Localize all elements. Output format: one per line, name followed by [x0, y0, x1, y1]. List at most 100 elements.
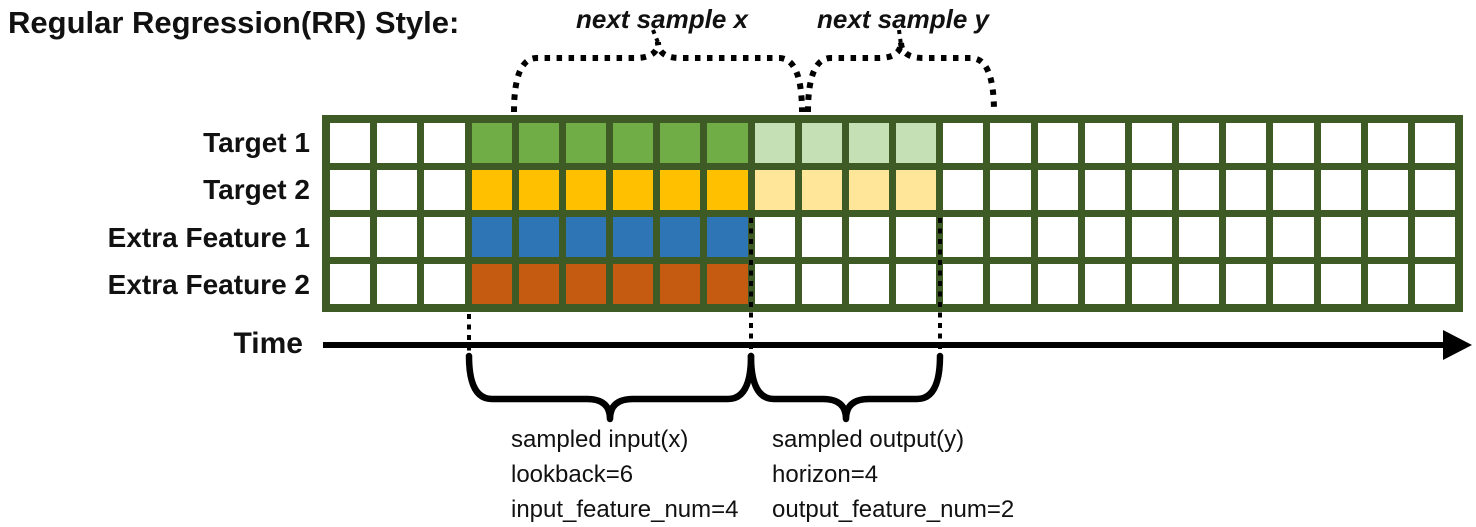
grid-cell [1037, 264, 1078, 304]
grid-cell [1414, 264, 1455, 304]
grid-cell [801, 217, 842, 257]
grid-cell [424, 217, 465, 257]
grid-cell [565, 123, 606, 163]
grid-cell [896, 217, 937, 257]
grid-cell [1367, 170, 1408, 210]
grid-cell [1320, 217, 1361, 257]
grid-cell [1131, 170, 1172, 210]
grid-cell [613, 264, 654, 304]
next-sample-x-label: next sample x [576, 4, 748, 34]
grid-cell [848, 123, 889, 163]
grid-cell [801, 170, 842, 210]
grid-cell [801, 123, 842, 163]
diagram-title: Regular Regression(RR) Style: [8, 5, 460, 40]
grid-cell [613, 217, 654, 257]
grid-cell [848, 170, 889, 210]
grid-cell [1131, 264, 1172, 304]
grid-cell [754, 170, 795, 210]
grid-cell [1320, 123, 1361, 163]
grid-cell [896, 170, 937, 210]
grid-cell [565, 217, 606, 257]
grid-cell [1037, 123, 1078, 163]
grid-cell [1179, 123, 1220, 163]
grid-cell [660, 123, 701, 163]
grid-cell [801, 264, 842, 304]
grid-cell [1084, 170, 1125, 210]
grid-cell [1131, 217, 1172, 257]
row-label-extra-feature-1: Extra Feature 1 [107, 222, 310, 253]
grid-cell [377, 123, 418, 163]
grid-cell [1179, 264, 1220, 304]
grid-cell [1226, 123, 1267, 163]
sampled-input-title: sampled input(x) [511, 426, 689, 453]
grid-cell [330, 217, 371, 257]
grid-cell [1179, 217, 1220, 257]
grid-cell [896, 123, 937, 163]
grid-cell [707, 217, 748, 257]
grid-cell [565, 264, 606, 304]
grid-cell [1226, 170, 1267, 210]
grid-cell [471, 264, 512, 304]
grid-cell [660, 170, 701, 210]
lookback-value: lookback=6 [511, 461, 634, 488]
grid-cell [1273, 123, 1314, 163]
sampled-output-note: sampled output(y) horizon=4 output_featu… [772, 422, 1014, 527]
grid-cell [1131, 123, 1172, 163]
grid-cell [990, 217, 1031, 257]
grid-cell [943, 170, 984, 210]
grid-cell [1414, 123, 1455, 163]
next-sample-y-brace [805, 41, 997, 113]
grid-cell [377, 170, 418, 210]
grid-cell [424, 123, 465, 163]
grid-cell [848, 217, 889, 257]
grid-cell [943, 264, 984, 304]
grid-cell [377, 264, 418, 304]
grid-cell [660, 217, 701, 257]
grid-cell [707, 123, 748, 163]
grid-cell [1226, 217, 1267, 257]
grid-cell [1414, 170, 1455, 210]
grid-cell [330, 170, 371, 210]
grid-cell [424, 170, 465, 210]
grid-cell [848, 264, 889, 304]
grid-cell [1414, 217, 1455, 257]
grid-cell [518, 264, 559, 304]
grid-cell [1367, 217, 1408, 257]
time-axis-arrowhead-icon [1443, 330, 1472, 360]
row-label-target-1: Target 1 [203, 127, 310, 158]
time-axis-label: Time [233, 327, 303, 360]
grid-cell [1226, 264, 1267, 304]
grid-cell [1084, 264, 1125, 304]
grid-cell [1367, 123, 1408, 163]
grid-cell [943, 217, 984, 257]
grid-cell [990, 170, 1031, 210]
grid-cell [518, 170, 559, 210]
grid-cell [518, 217, 559, 257]
row-label-extra-feature-2: Extra Feature 2 [107, 269, 310, 300]
grid-cell [707, 264, 748, 304]
grid-cell [754, 264, 795, 304]
grid-cell [613, 170, 654, 210]
grid-cell [1320, 264, 1361, 304]
grid-cell [471, 217, 512, 257]
grid-cell [330, 264, 371, 304]
grid-cell [565, 170, 606, 210]
grid-cell [1273, 264, 1314, 304]
grid-cell [1084, 217, 1125, 257]
output-feature-num-value: output_feature_num=2 [772, 496, 1015, 523]
sampled-output-brace [747, 352, 944, 423]
grid-cell [424, 264, 465, 304]
grid-cell [330, 123, 371, 163]
horizon-value: horizon=4 [772, 461, 879, 488]
sampled-output-title: sampled output(y) [772, 426, 965, 453]
grid-cell [896, 264, 937, 304]
grid-cell [1320, 170, 1361, 210]
grid-cell [990, 264, 1031, 304]
row-label-target-2: Target 2 [203, 174, 310, 205]
sample-grid [322, 115, 1463, 312]
grid-cell [613, 123, 654, 163]
grid-cell [471, 123, 512, 163]
grid-cell [1273, 217, 1314, 257]
grid-cell [1367, 264, 1408, 304]
next-sample-y-label: next sample y [817, 4, 989, 34]
